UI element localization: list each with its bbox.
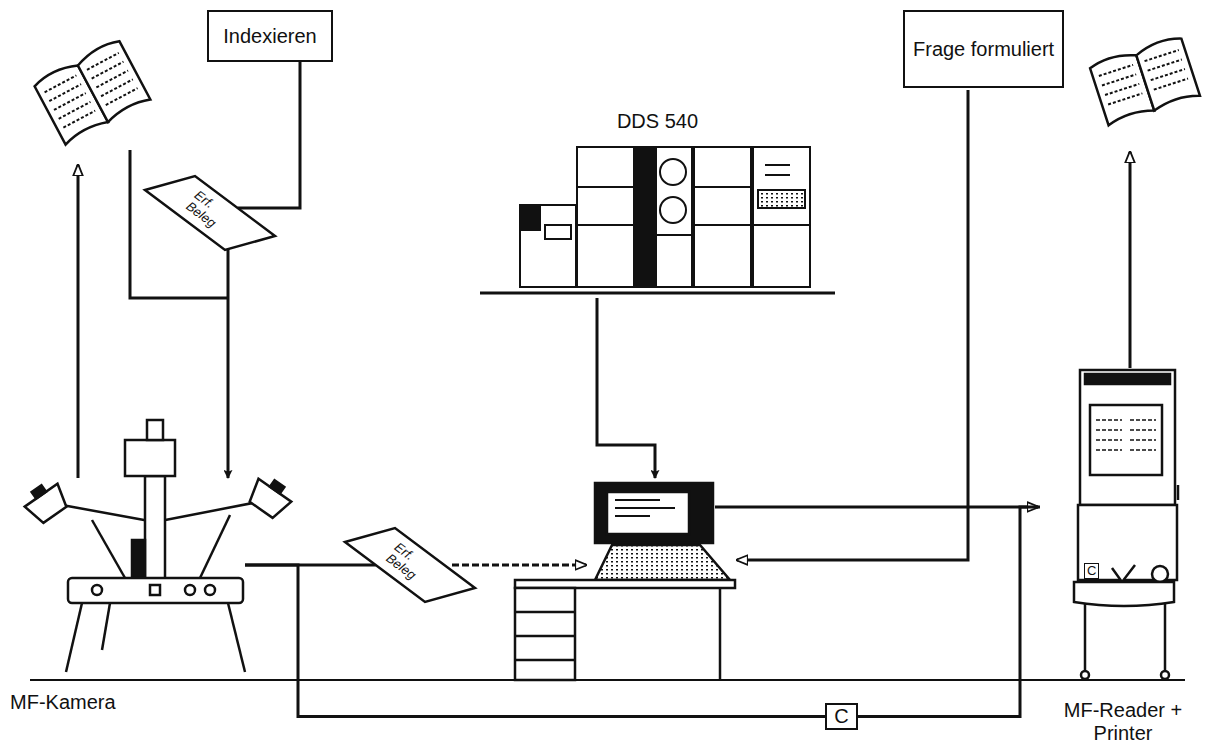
node-label: MF-Reader + Printer <box>1048 699 1198 745</box>
reader-unit: MF-Reader + Printer <box>1040 365 1206 745</box>
node-label: Indexieren <box>223 25 316 48</box>
node-label: C <box>834 705 848 728</box>
record-card: Erf. Beleg <box>145 176 275 250</box>
connector <box>245 565 825 717</box>
connector-box: C <box>825 703 858 730</box>
book-icon <box>33 38 150 144</box>
floor-line <box>30 679 1185 681</box>
connector <box>858 507 1040 717</box>
query-line <box>737 90 968 560</box>
terminal-illustration <box>515 483 735 680</box>
connector <box>227 248 230 478</box>
record-card: Erf. Beleg <box>345 528 475 602</box>
panel-symbol: C <box>1084 563 1099 579</box>
camera-illustration <box>20 420 296 672</box>
computer-unit: DDS 540 <box>480 110 835 293</box>
process-box: Frage formuliert <box>903 10 1064 88</box>
node-label: MF-Kamera <box>10 691 116 714</box>
card-outline <box>345 528 475 602</box>
node-label: Frage formuliert <box>913 38 1054 61</box>
process-box: Indexieren <box>207 10 333 62</box>
card-outline <box>145 176 275 250</box>
computer-illustration <box>480 147 835 293</box>
input-arrow <box>452 564 586 567</box>
connector <box>238 62 300 208</box>
camera-unit: MF-Kamera <box>10 478 245 714</box>
book-icon <box>1089 35 1200 125</box>
data-line <box>597 298 655 478</box>
node-label: DDS 540 <box>617 110 698 133</box>
output-arrow <box>1129 152 1132 368</box>
reader-line <box>715 506 1038 509</box>
output-arrow <box>77 165 80 478</box>
reader-illustration <box>1074 370 1178 679</box>
